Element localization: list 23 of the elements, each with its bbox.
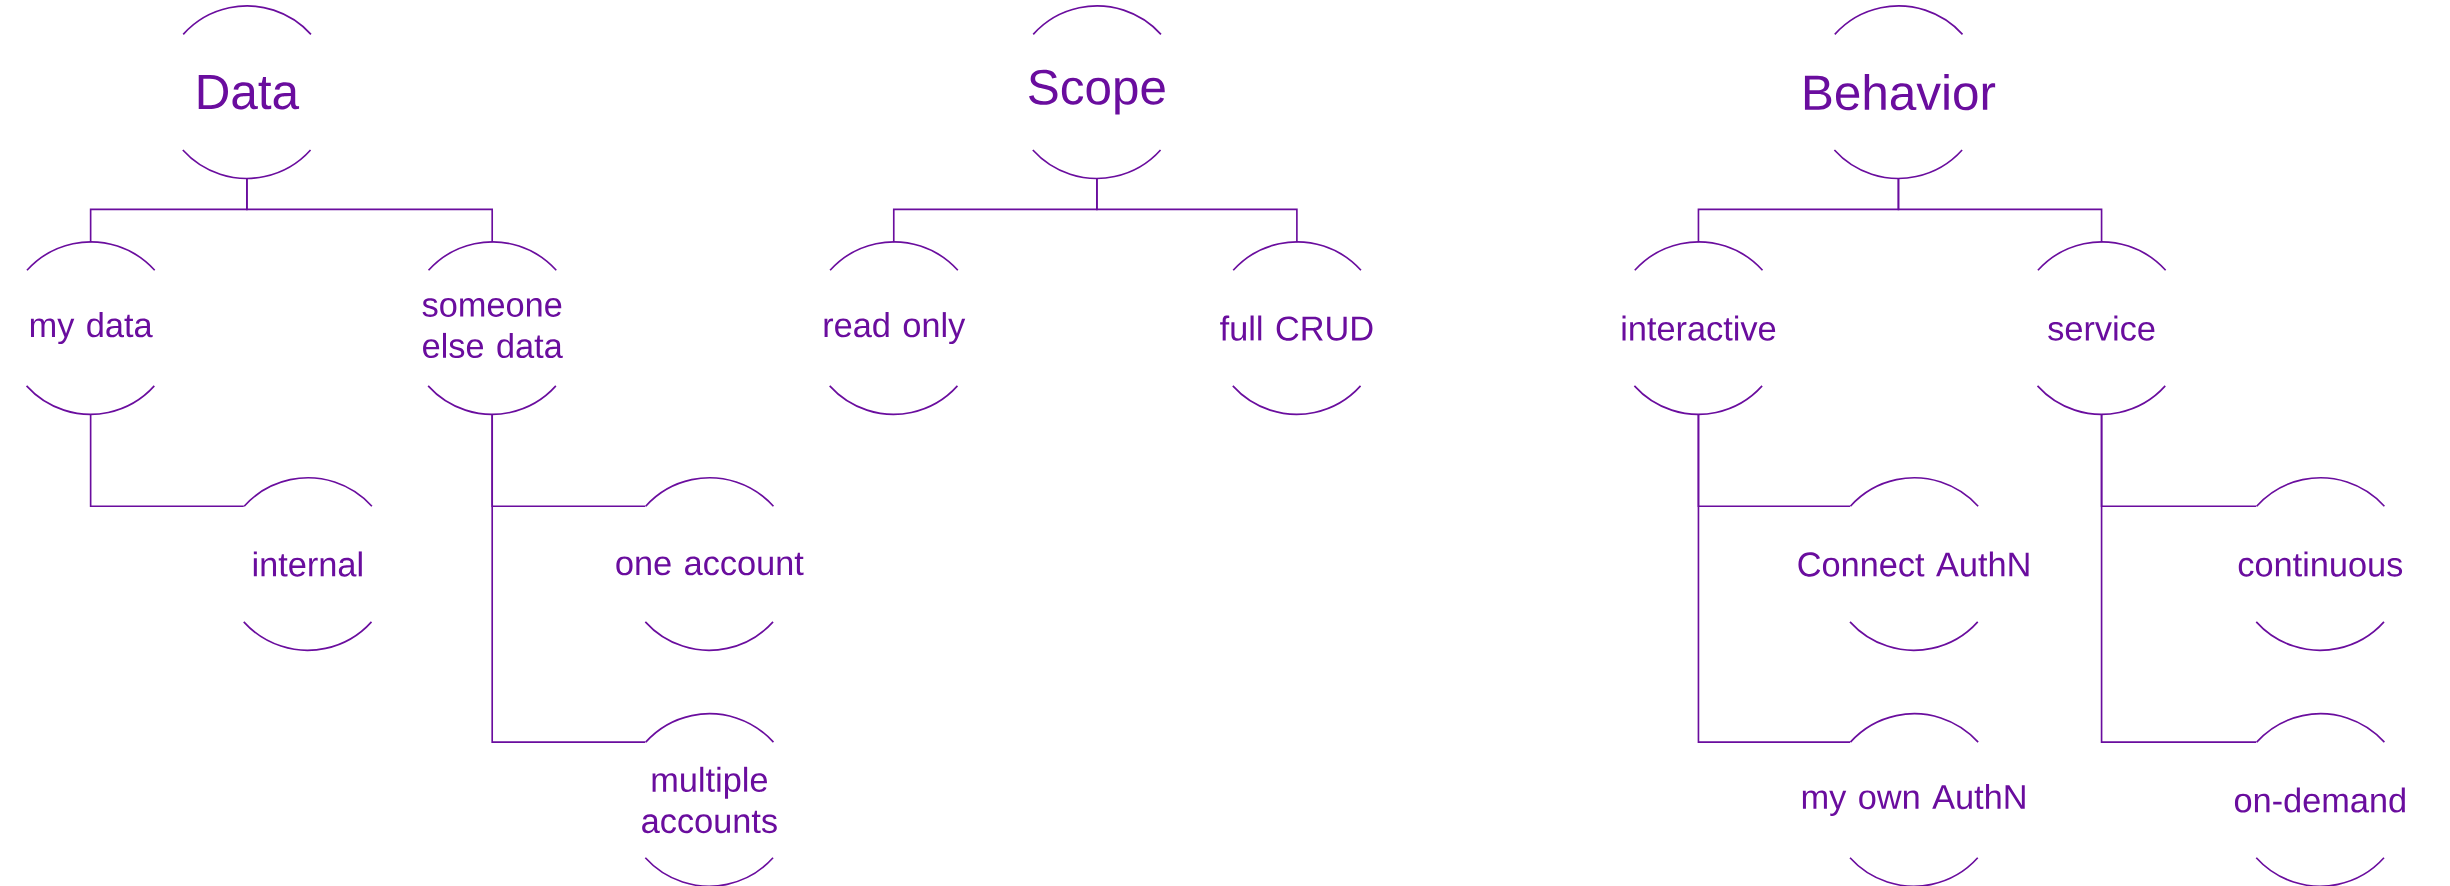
connector-line bbox=[2100, 413, 2258, 744]
connector-line bbox=[1897, 177, 2103, 244]
category-node: Behavior bbox=[1804, 5, 1996, 180]
category-node: Scope bbox=[1029, 5, 1165, 180]
option-node: service bbox=[2036, 241, 2167, 416]
connector-line bbox=[246, 177, 494, 244]
option-node: interactive bbox=[1622, 241, 1776, 416]
connector-line bbox=[1697, 413, 1851, 744]
option-node: full CRUD bbox=[1220, 241, 1373, 416]
option-node: someone else data bbox=[422, 241, 563, 416]
option-node: one account bbox=[616, 477, 804, 652]
option-node: my own AuthN bbox=[1802, 713, 2025, 886]
option-node: continuous bbox=[2238, 477, 2403, 652]
category-node: Data bbox=[182, 5, 312, 180]
connector-line bbox=[89, 413, 245, 508]
connector-line bbox=[491, 413, 647, 744]
option-node: read only bbox=[824, 241, 966, 416]
option-node: my data bbox=[25, 241, 156, 416]
option-node: internal bbox=[242, 477, 373, 652]
option-node: Connect AuthN bbox=[1798, 477, 2029, 652]
option-node: on-demand bbox=[2234, 713, 2405, 886]
option-node: multiple accounts bbox=[642, 713, 777, 886]
connector-line bbox=[1096, 177, 1298, 244]
